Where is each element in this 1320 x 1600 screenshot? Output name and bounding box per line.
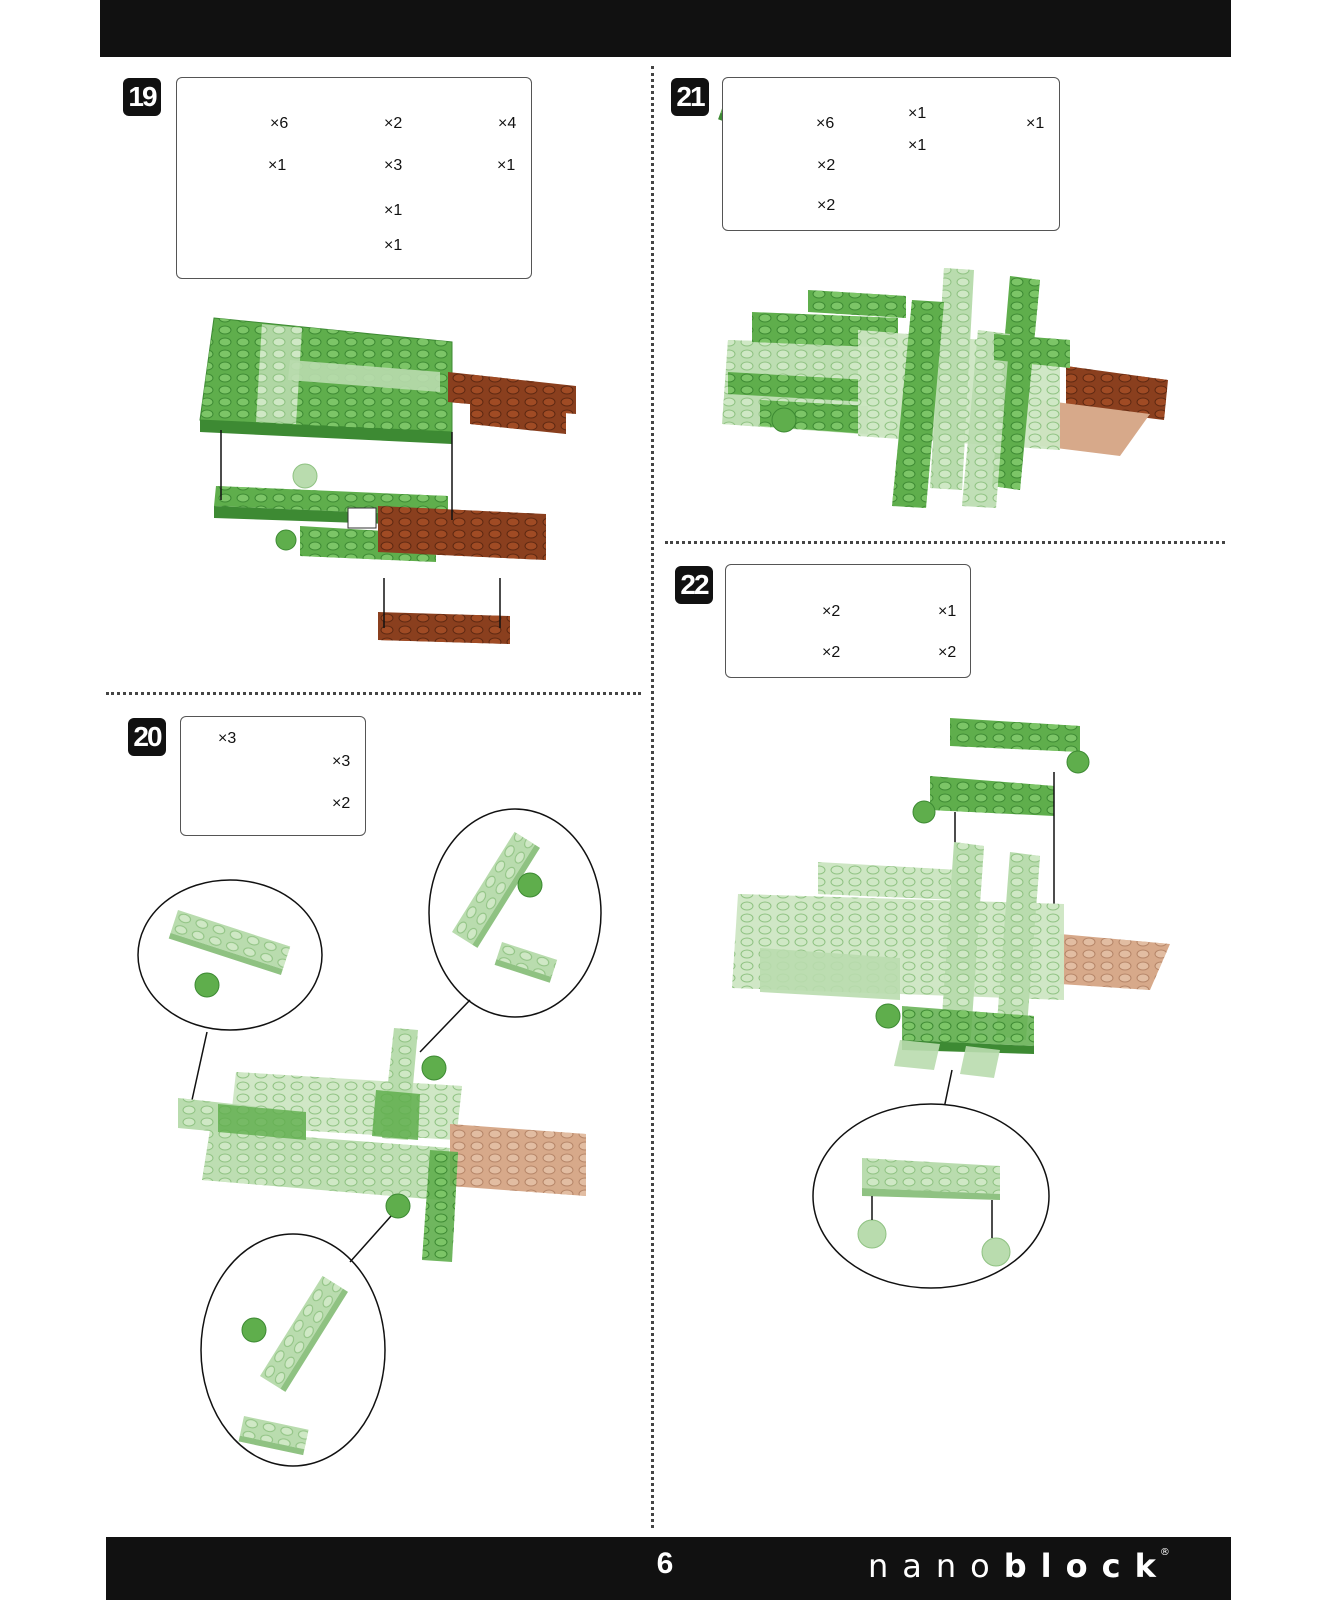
step-21-parts-box — [722, 77, 1060, 231]
bottom-black-bar — [106, 1537, 1231, 1600]
brand-logo: nanoblock® — [868, 1547, 1170, 1585]
step21-qty-green-plate: ×6 — [816, 115, 835, 132]
step22-qty-green-round: ×2 — [822, 644, 841, 661]
step19-qty-brown-brick-2x2: ×1 — [384, 202, 403, 219]
step20-qty-light-plate-2x3: ×2 — [332, 795, 351, 812]
registered-mark: ® — [1159, 1547, 1170, 1558]
step-22-badge: 22 — [675, 566, 713, 604]
step-21-badge: 21 — [671, 78, 709, 116]
step20-qty-light-plate: ×3 — [332, 753, 351, 770]
step19-qty-light-plate: ×4 — [498, 115, 517, 132]
step21-qty-green-plate-2x3: ×2 — [817, 157, 836, 174]
vertical-divider — [651, 66, 654, 1528]
step19-qty-brown-brick-2x3: ×3 — [384, 157, 403, 174]
step-20-badge: 20 — [128, 718, 166, 756]
step20-qty-green-round: ×3 — [218, 730, 237, 747]
left-horizontal-divider — [106, 692, 641, 695]
step21-qty-light-plate: ×1 — [1026, 115, 1045, 132]
step-19-parts-box — [176, 77, 532, 279]
brand-bold-text: block — [1003, 1547, 1170, 1585]
step21-qty-brown-plate: ×1 — [908, 137, 927, 154]
step21-qty-green-round: ×2 — [817, 197, 836, 214]
top-black-bar — [100, 0, 1231, 57]
step19-qty-green-round: ×1 — [268, 157, 287, 174]
step-22-illustration — [730, 582, 1170, 1289]
step22-qty-light-round: ×2 — [938, 644, 957, 661]
step19-qty-light-round: ×1 — [497, 157, 516, 174]
step19-qty-brown-plate: ×2 — [384, 115, 403, 132]
zoom-circle-right — [428, 808, 602, 1018]
step19-qty-brown-plate-1x4: ×1 — [384, 237, 403, 254]
step22-qty-light-plate: ×1 — [938, 603, 957, 620]
step21-qty-brown-brick: ×1 — [908, 105, 927, 122]
step-20-parts-box — [180, 716, 366, 836]
step19-qty-green-plate: ×6 — [270, 115, 289, 132]
brand-light-text: nano — [868, 1547, 1004, 1585]
right-horizontal-divider — [665, 541, 1225, 544]
page-number: 6 — [656, 1547, 674, 1580]
step-20-illustration — [137, 729, 602, 1467]
step22-qty-green-plate: ×2 — [822, 603, 841, 620]
step-22-parts-box — [725, 564, 971, 678]
step-19-badge: 19 — [123, 78, 161, 116]
